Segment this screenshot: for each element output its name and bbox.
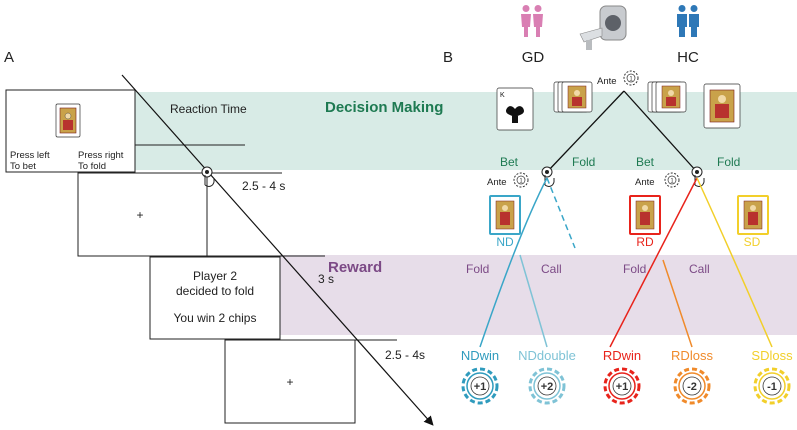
svg-text:1: 1 xyxy=(670,179,674,185)
hand-pointer-icon xyxy=(691,166,705,187)
branch-rd-win xyxy=(609,177,698,348)
instruction-right-1: Press right xyxy=(78,150,124,161)
chip-ante-right-icon: 1 xyxy=(664,172,680,188)
call-rd-label: Call xyxy=(689,262,710,276)
decision-band xyxy=(135,92,797,170)
panel-a-label: A xyxy=(4,49,14,66)
outcome-label-1: NDdouble xyxy=(518,348,576,363)
deck-left-icon xyxy=(553,81,593,113)
screen-fixation-2 xyxy=(224,339,356,424)
opponent-card-queen-icon xyxy=(703,83,741,129)
chip-ante-left-icon: 1 xyxy=(513,172,529,188)
chip-value-2: +1 xyxy=(616,381,629,393)
instruction-left-1: Press left xyxy=(10,150,50,161)
outcome-label-3: RDloss xyxy=(671,348,713,363)
ante-top-label: Ante xyxy=(597,76,617,87)
instruction-right-2: To fold xyxy=(78,161,106,172)
outcome-label-2: RDwin xyxy=(603,348,641,363)
chip-value-0: +1 xyxy=(474,381,487,393)
bet-right: Bet xyxy=(636,155,655,169)
chip-ante-top-icon: 1 xyxy=(623,70,639,86)
screen-fixation-1 xyxy=(77,172,208,257)
fold-rd-label: Fold xyxy=(623,262,646,276)
branch-rd-loss xyxy=(662,259,693,348)
branch-nd-win xyxy=(479,177,548,348)
branch-top-right xyxy=(623,90,698,173)
reward-band xyxy=(280,255,797,335)
nd-label: ND xyxy=(496,235,514,249)
feedback-line-2: decided to fold xyxy=(176,284,254,298)
chip-4-icon: -1 xyxy=(753,367,791,405)
svg-text:K: K xyxy=(500,92,505,99)
outcome-label-4: SDloss xyxy=(751,348,793,363)
chip-2-icon: +1 xyxy=(603,367,641,405)
bet-left: Bet xyxy=(500,155,519,169)
decision-making-label: Decision Making xyxy=(325,99,443,116)
hc-label: HC xyxy=(677,49,699,66)
timing-2: 3 s xyxy=(318,272,334,286)
branch-sd-loss xyxy=(696,177,773,348)
timing-3: 2.5 - 4s xyxy=(385,348,425,362)
fixation-cross-2: + xyxy=(286,375,293,389)
deck-right-icon xyxy=(647,81,687,113)
branch-left-fold xyxy=(546,177,576,249)
rd-card-icon xyxy=(629,195,661,235)
chip-value-1: +2 xyxy=(541,381,554,393)
sd-card-icon xyxy=(737,195,769,235)
gd-couple-icon xyxy=(521,5,543,37)
chip-value-3: -2 xyxy=(687,381,697,393)
svg-text:1: 1 xyxy=(629,77,633,83)
gd-label: GD xyxy=(522,49,545,66)
feedback-line-3: You win 2 chips xyxy=(174,311,257,325)
branch-top-left xyxy=(546,90,625,173)
outcome-label-0: NDwin xyxy=(461,348,499,363)
fold-nd-label: Fold xyxy=(466,262,489,276)
time-arrow xyxy=(121,74,434,426)
mri-scanner-icon xyxy=(579,5,627,50)
timing-1: 2.5 - 4 s xyxy=(242,179,285,193)
branch-nd-double xyxy=(519,254,548,348)
screen-feedback xyxy=(149,256,281,340)
fold-right: Fold xyxy=(717,155,740,169)
nd-card-icon xyxy=(489,195,521,235)
hand-pointer-icon xyxy=(201,166,215,187)
outcomes: NDwin +1 NDdouble +2 RDwin +1 RDloss -2 SDloss -1 xyxy=(461,348,793,405)
sd-label: SD xyxy=(744,235,761,249)
player-card-king-icon: K xyxy=(496,87,534,131)
ante-right-label: Ante xyxy=(635,177,655,188)
ante-left-label: Ante xyxy=(487,177,507,188)
instruction-left-2: To bet xyxy=(10,161,36,172)
card-king-icon xyxy=(55,103,81,138)
svg-text:1: 1 xyxy=(519,179,523,185)
fold-left: Fold xyxy=(572,155,595,169)
feedback-line-1: Player 2 xyxy=(193,269,237,283)
chip-0-icon: +1 xyxy=(461,367,499,405)
reward-label: Reward xyxy=(328,259,382,276)
fixation-cross-1: + xyxy=(136,208,143,222)
hc-couple-icon xyxy=(677,5,699,37)
reaction-time-label: Reaction Time xyxy=(170,102,247,116)
chip-value-4: -1 xyxy=(767,381,777,393)
chip-1-icon: +2 xyxy=(528,367,566,405)
chip-3-icon: -2 xyxy=(673,367,711,405)
rd-label: RD xyxy=(636,235,654,249)
call-nd-label: Call xyxy=(541,262,562,276)
panel-b-label: B xyxy=(443,49,453,66)
